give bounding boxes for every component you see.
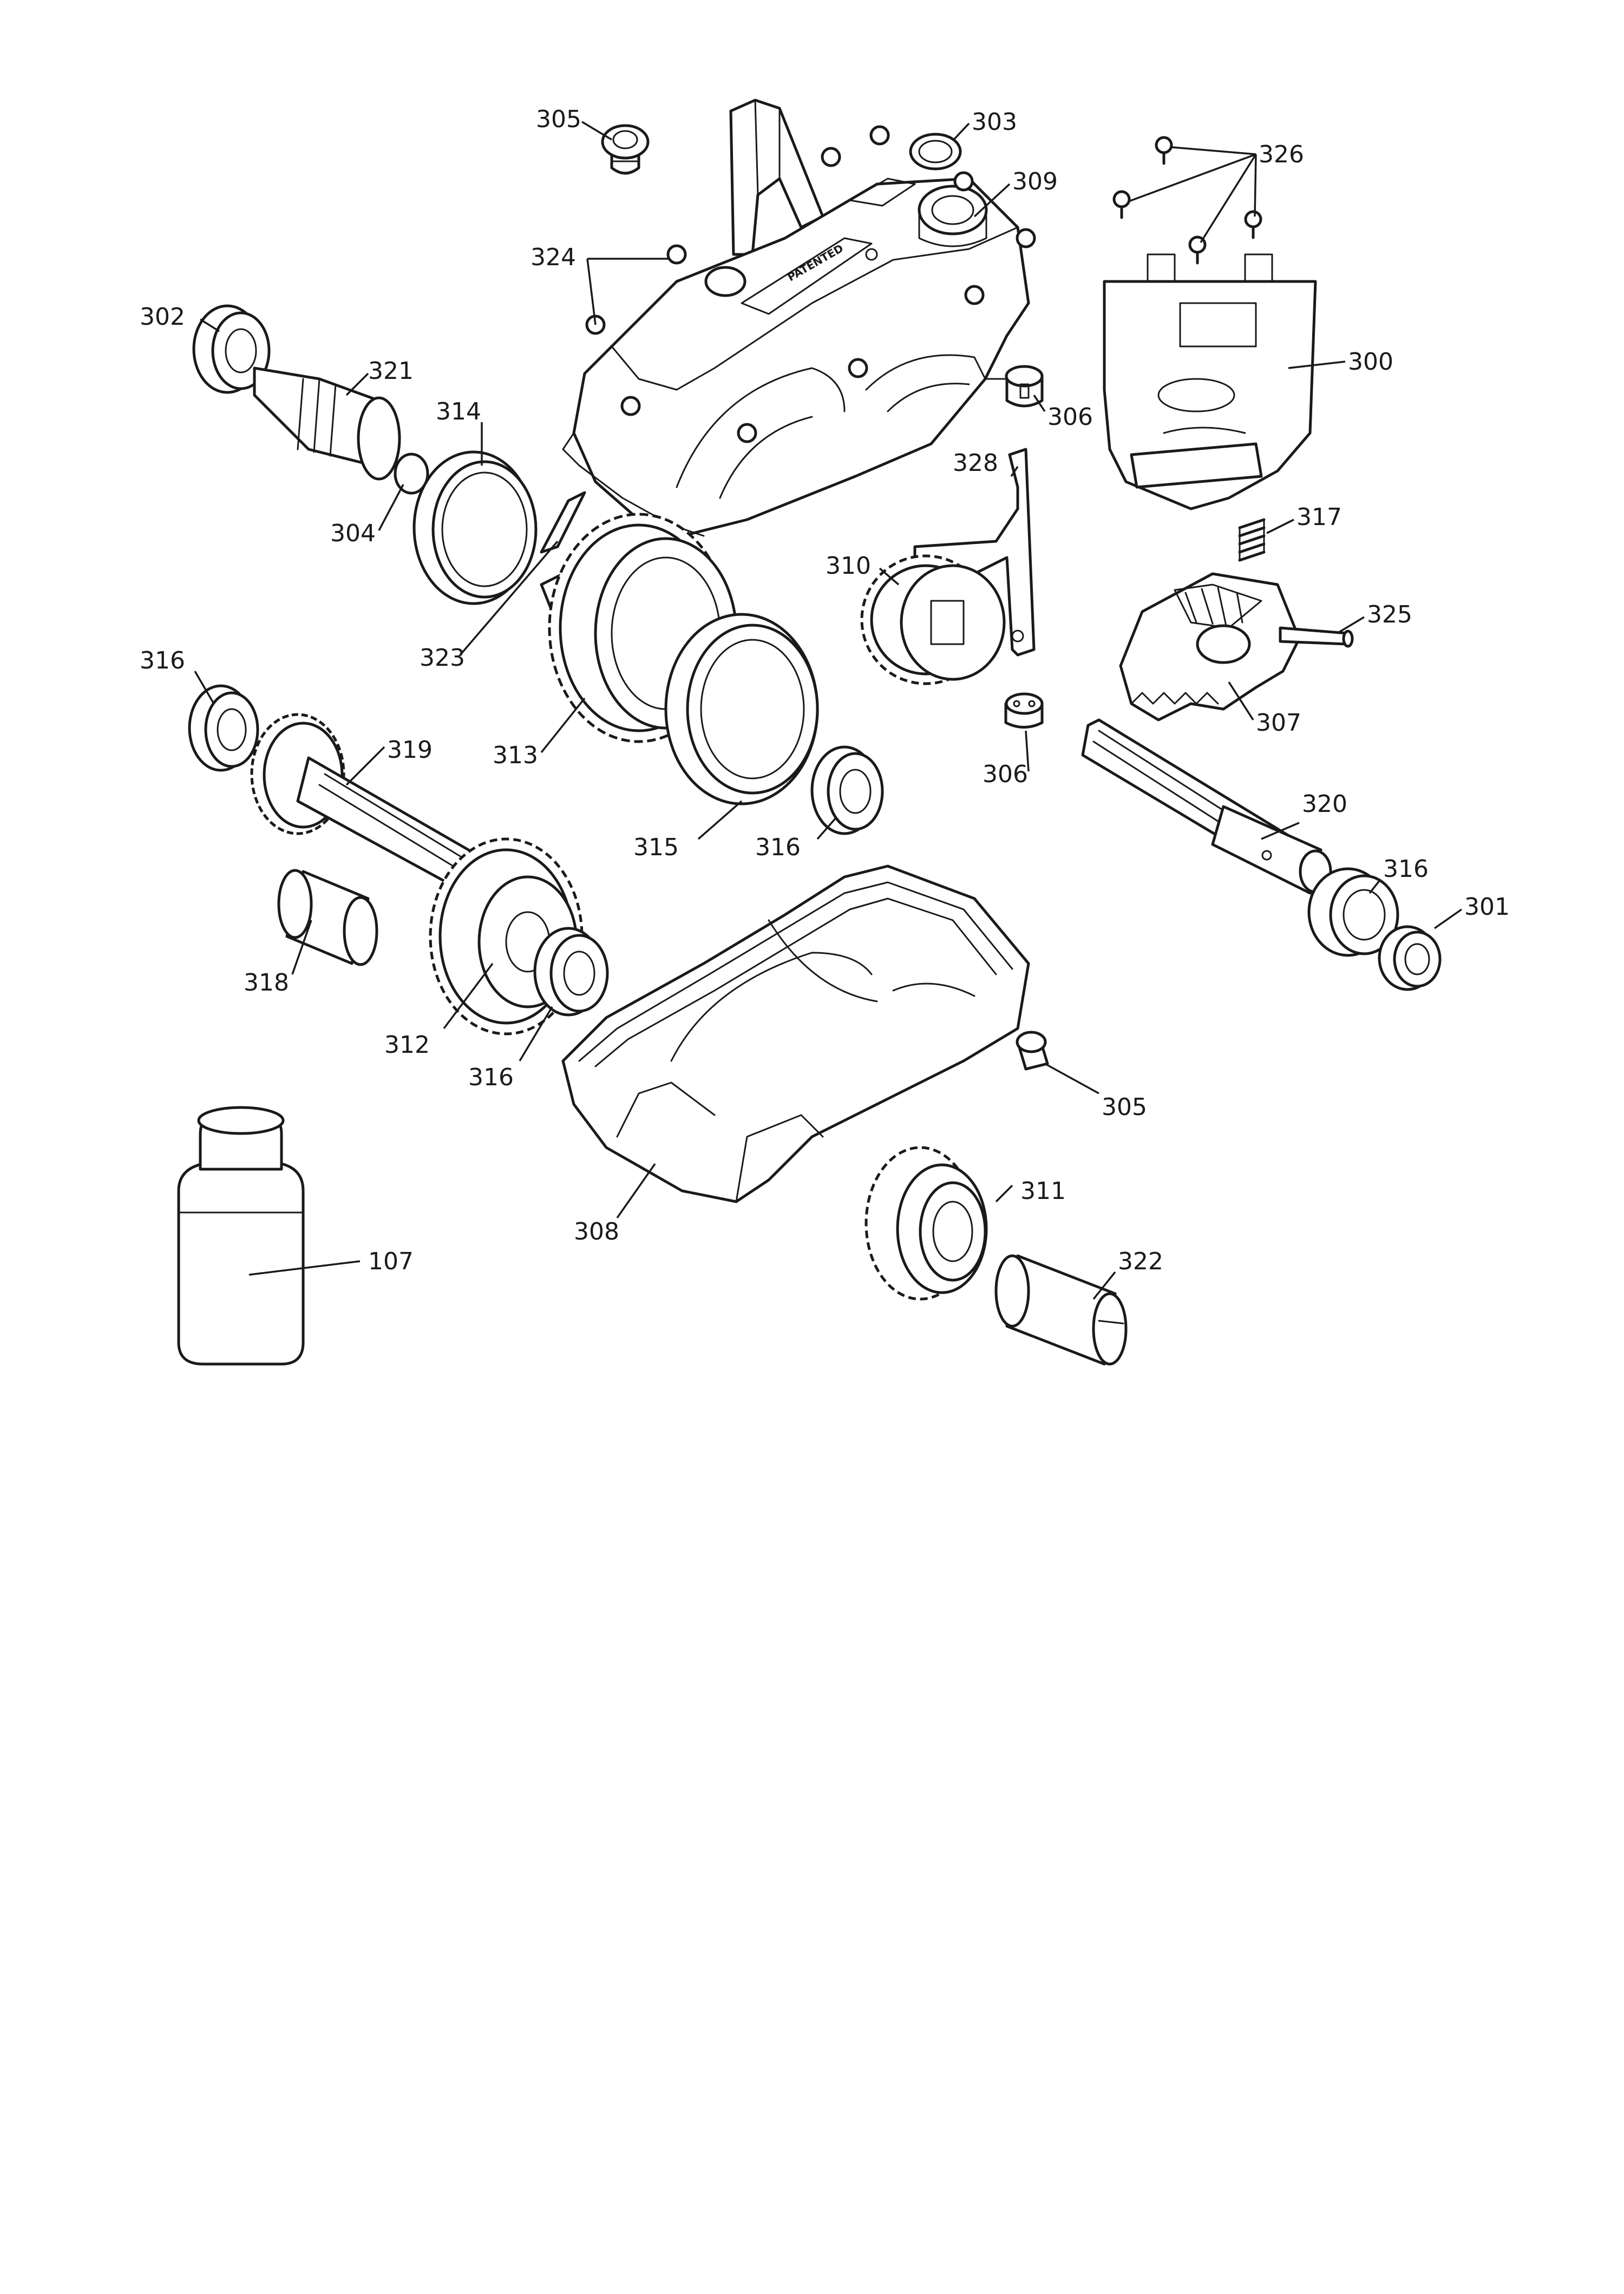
part-315-bearing-ring bbox=[664, 613, 819, 805]
label-316-left: 316 bbox=[140, 647, 185, 674]
label-305-top: 305 bbox=[536, 106, 581, 133]
label-328: 328 bbox=[953, 449, 998, 477]
label-317: 317 bbox=[1296, 503, 1342, 531]
label-300: 300 bbox=[1348, 348, 1393, 376]
part-325-pin bbox=[1279, 626, 1354, 648]
label-301: 301 bbox=[1464, 893, 1510, 921]
part-306-upper-cap bbox=[1005, 365, 1044, 408]
part-305-vent-plug bbox=[601, 124, 650, 175]
part-312-gear bbox=[429, 837, 584, 1035]
part-316-bearing-right bbox=[1307, 867, 1399, 957]
part-310-gear bbox=[860, 554, 1006, 685]
part-308-lower-housing bbox=[561, 864, 1030, 1203]
label-325: 325 bbox=[1367, 601, 1412, 628]
part-305-drain-plug bbox=[1016, 1031, 1049, 1071]
label-322: 322 bbox=[1118, 1248, 1163, 1275]
label-316-center: 316 bbox=[755, 834, 801, 861]
label-323: 323 bbox=[420, 644, 465, 672]
part-316-bearing-lower bbox=[533, 927, 609, 1017]
label-307: 307 bbox=[1256, 709, 1301, 737]
part-319-input-shaft bbox=[250, 713, 489, 900]
label-321: 321 bbox=[368, 357, 414, 385]
part-318-sleeve bbox=[277, 869, 378, 966]
label-319: 319 bbox=[387, 736, 433, 764]
leader-lines bbox=[194, 121, 1463, 1300]
part-316-bearing-center bbox=[810, 745, 884, 835]
label-320: 320 bbox=[1302, 790, 1347, 818]
label-107: 107 bbox=[368, 1248, 414, 1275]
label-324: 324 bbox=[531, 244, 576, 271]
part-314-seal bbox=[412, 450, 538, 605]
label-303: 303 bbox=[972, 108, 1017, 136]
label-302: 302 bbox=[140, 303, 185, 331]
label-318: 318 bbox=[244, 969, 289, 997]
part-301-seal bbox=[1378, 925, 1442, 991]
label-315: 315 bbox=[633, 834, 679, 861]
label-313: 313 bbox=[493, 742, 538, 769]
label-306-lower: 306 bbox=[983, 761, 1028, 788]
label-314: 314 bbox=[436, 398, 481, 425]
label-308: 308 bbox=[574, 1218, 619, 1246]
part-labels: 305 303 309 326 324 302 321 314 300 306 … bbox=[140, 106, 1510, 1275]
label-326: 326 bbox=[1259, 141, 1304, 168]
label-312: 312 bbox=[384, 1031, 430, 1059]
part-326-screws bbox=[1112, 136, 1262, 265]
part-322-sleeve bbox=[994, 1254, 1128, 1366]
part-311-gear bbox=[865, 1146, 988, 1301]
label-306-upper: 306 bbox=[1047, 403, 1093, 431]
part-306-lower-cap bbox=[1004, 692, 1044, 729]
label-309: 309 bbox=[1012, 168, 1058, 195]
part-309-upper-housing: PATENTED bbox=[562, 99, 1036, 538]
part-307-shift-fork bbox=[1119, 572, 1301, 722]
part-317-spring bbox=[1238, 518, 1266, 562]
label-316-right: 316 bbox=[1383, 855, 1429, 883]
part-304-ring bbox=[394, 453, 429, 495]
part-323-key bbox=[540, 491, 586, 554]
part-316-bearing-left bbox=[188, 684, 259, 772]
label-310: 310 bbox=[826, 552, 871, 580]
part-300-plate bbox=[1103, 253, 1317, 510]
part-320-splined-shaft bbox=[1081, 718, 1332, 895]
label-305-lower: 305 bbox=[1102, 1093, 1147, 1121]
label-304: 304 bbox=[330, 520, 376, 547]
label-311: 311 bbox=[1020, 1177, 1066, 1205]
part-303-o-ring bbox=[909, 133, 962, 171]
part-107-oil-bottle bbox=[177, 1106, 305, 1366]
label-316-lower: 316 bbox=[468, 1064, 514, 1091]
part-321-output-shaft bbox=[253, 366, 401, 481]
